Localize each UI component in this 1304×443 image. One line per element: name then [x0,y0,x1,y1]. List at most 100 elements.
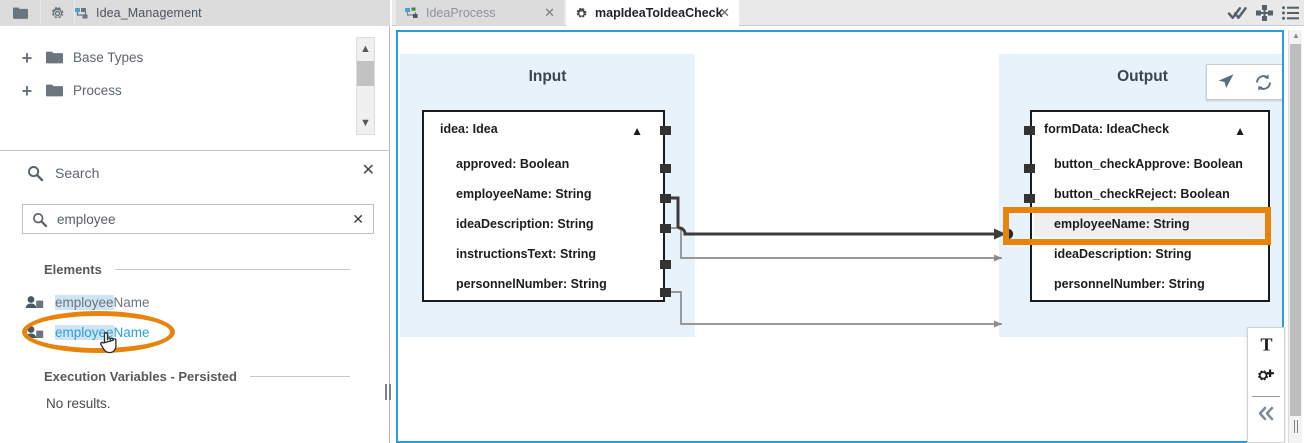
folder-icon[interactable] [0,0,40,26]
tree-item-process[interactable]: + Process [0,74,360,107]
search-input-wrapper[interactable]: ✕ [22,204,374,234]
input-node-idea[interactable]: idea: Idea ▲ approved: Boolean employeeN… [422,110,665,302]
input-port[interactable] [1024,194,1035,203]
mapping-canvas[interactable]: Input Output idea: Idea ▲ approved: Bool… [396,30,1284,443]
tab-label: mapIdeaToIdeaCheck [595,6,723,20]
scroll-down-icon[interactable]: ▼ [360,117,371,129]
section-title: Elements [44,261,102,277]
collapse-panel-icon[interactable] [1248,397,1284,430]
outline-icon[interactable] [1282,6,1299,20]
node-field-row[interactable]: employeeName: String [424,179,663,209]
canvas-side-toolbar: T [1247,327,1285,443]
data-object-icon [24,324,46,340]
close-icon[interactable]: ✕ [544,5,555,20]
node-field-row[interactable]: instructionsText: String [424,239,663,269]
expand-icon[interactable]: + [21,47,33,68]
field-label: button_checkApprove: Boolean [1054,157,1243,171]
tab-idea-process[interactable]: IdeaProcess ✕ [396,0,564,26]
field-label: personnelNumber: String [456,277,607,291]
section-title: Execution Variables - Persisted [44,368,237,384]
output-node-formdata[interactable]: formData: IdeaCheck ▲ button_checkApprov… [1030,110,1270,302]
list-item-label: employeeName [55,324,150,340]
output-port[interactable] [660,164,671,173]
node-field-row[interactable]: ideaDescription: String [1032,239,1268,269]
tab-map-idea-to-idea-check[interactable]: mapIdeaToIdeaCheck ✕ [566,0,739,26]
process-icon [405,7,419,20]
node-field-row[interactable]: button_checkApprove: Boolean [1032,149,1268,179]
output-port[interactable] [660,126,671,135]
left-panel: Idea_Management + Base Types + Process ▲ [0,0,393,443]
gear-icon [575,7,588,20]
field-label: approved: Boolean [456,157,570,171]
input-port[interactable] [1024,164,1035,173]
node-field-row[interactable]: personnelNumber: String [424,269,663,299]
editor-tabbar: IdeaProcess ✕ mapIdeaToIdeaCheck ✕ [392,0,1304,26]
output-column-title: Output [1117,68,1168,85]
field-label: employeeName: String [456,187,592,201]
tree-item-label: Process [73,83,122,98]
search-icon [32,212,48,227]
chevron-up-icon[interactable]: ▲ [1234,124,1246,138]
project-tree: + Base Types + Process ▲ ▼ [0,27,389,151]
node-header[interactable]: formData: IdeaCheck ▲ [1032,112,1268,146]
refresh-icon[interactable] [1254,73,1273,92]
close-icon[interactable]: ✕ [361,162,375,179]
search-input[interactable] [57,211,327,227]
node-field-row[interactable]: personnelNumber: String [1032,269,1268,299]
list-item-label: employeeName [55,294,150,310]
expand-icon[interactable]: + [21,80,33,101]
input-column-title: Input [528,68,567,85]
canvas-vertical-scrollbar[interactable]: ▲ [1288,30,1302,443]
scrollbar-thumb[interactable] [1290,44,1301,416]
canvas-float-toolbar [1206,64,1282,100]
scrollbar-thumb[interactable] [357,61,374,86]
match-highlight: employee [55,294,114,310]
tab-label: IdeaProcess [426,6,496,20]
input-port[interactable] [1024,126,1035,135]
process-diagram-icon [75,7,89,20]
field-label: personnelNumber: String [1054,277,1205,291]
node-field-row[interactable]: button_checkReject: Boolean [1032,179,1268,209]
tree-scrollbar[interactable]: ▲ ▼ [356,37,375,135]
svg-text:T: T [1260,335,1272,355]
field-label: ideaDescription: String [1054,247,1192,261]
gear-icon[interactable] [41,0,74,26]
section-divider [249,375,350,377]
project-breadcrumb[interactable]: Idea_Management [75,0,390,26]
scrollbar-grip[interactable] [1293,420,1299,433]
add-function-icon[interactable] [1248,361,1284,394]
output-port[interactable] [660,194,671,203]
close-icon[interactable]: ✕ [719,5,730,20]
node-field-row-highlighted[interactable]: employeeName: String [1032,209,1268,239]
arrange-icon[interactable] [1256,5,1273,21]
field-label: instructionsText: String [456,247,597,261]
scroll-up-icon[interactable]: ▲ [1292,31,1300,40]
section-header-execution-variables: Execution Variables - Persisted [44,368,350,384]
list-item[interactable]: employeeName [22,288,150,316]
node-header[interactable]: idea: Idea ▲ [424,112,663,146]
tabbar-actions [1227,0,1299,26]
node-header-label: idea: Idea [440,122,498,136]
node-header-label: formData: IdeaCheck [1044,122,1170,136]
section-divider [114,268,350,270]
clear-search-icon[interactable]: ✕ [352,211,364,227]
node-field-row[interactable]: approved: Boolean [424,149,663,179]
list-item[interactable]: employeeName [22,318,150,346]
panel-splitter-handle[interactable] [384,384,393,400]
toolbar-divider [1252,396,1280,397]
project-name-label: Idea_Management [96,6,202,20]
chevron-up-icon[interactable]: ▲ [631,124,643,138]
output-port[interactable] [660,224,671,233]
select-tool-icon[interactable] [1217,73,1235,91]
output-port[interactable] [660,260,671,269]
label-rest: Name [113,324,150,340]
tree-item-base-types[interactable]: + Base Types [0,41,360,74]
section-header-elements: Elements [44,261,350,277]
node-field-row[interactable]: ideaDescription: String [424,209,663,239]
output-port[interactable] [660,288,671,297]
validate-icon[interactable] [1227,6,1247,21]
field-label: ideaDescription: String [456,217,594,231]
scroll-up-icon[interactable]: ▲ [360,43,371,55]
text-tool-icon[interactable]: T [1248,328,1284,361]
match-highlight: employee [55,324,114,340]
